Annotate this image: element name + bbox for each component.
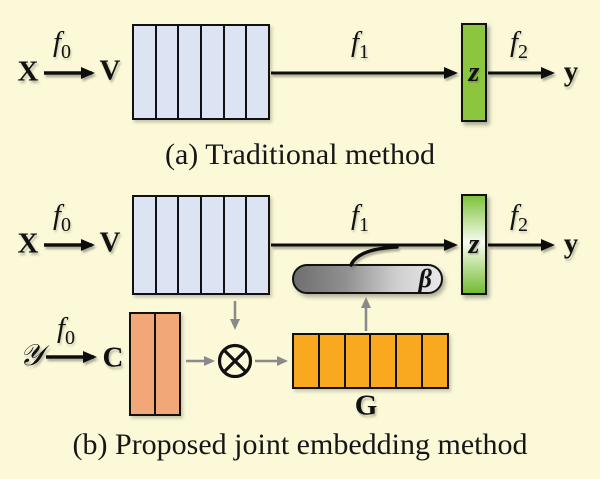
- matrix-column: [154, 314, 179, 414]
- panel-b-input-x-label: X: [17, 227, 39, 260]
- panel-b-f1-label: f1: [351, 201, 369, 235]
- panel-b-class-matrix: [129, 312, 181, 416]
- f-sub: 0: [65, 326, 76, 349]
- f-sub: 0: [61, 40, 72, 63]
- panel-a-z-label: z: [468, 56, 480, 88]
- matrix-column: [134, 26, 155, 118]
- f-base: f: [350, 199, 360, 232]
- matrix-column: [421, 335, 447, 387]
- panel-b-f0-label: f0: [53, 201, 71, 235]
- matrix-column: [177, 26, 200, 118]
- matrix-column: [177, 197, 200, 293]
- panel-b-g-label: G: [354, 389, 378, 422]
- panel-b-output-y-label: y: [563, 227, 579, 260]
- matrix-column: [395, 335, 421, 387]
- panel-b-f0-bottom-label: f0: [57, 314, 75, 348]
- beta-label: β: [418, 264, 432, 293]
- panel-a-f1-label: f1: [351, 28, 369, 62]
- f-base: f: [350, 26, 360, 59]
- matrix-column: [222, 26, 246, 118]
- beta-capsule: β: [292, 264, 443, 294]
- matrix-column: [131, 314, 154, 414]
- matrix-column: [222, 197, 246, 293]
- panel-b-z-box: z: [461, 194, 487, 295]
- f-base: f: [52, 26, 62, 59]
- panel-b-z-label: z: [468, 228, 480, 260]
- matrix-column: [369, 335, 395, 387]
- matrix-column: [154, 197, 178, 293]
- f-base: f: [509, 199, 519, 232]
- panel-b-feature-matrix: [132, 195, 270, 295]
- panel-a-z-box: z: [461, 23, 487, 122]
- matrix-column: [154, 26, 178, 118]
- panel-b-g-matrix: [292, 333, 449, 389]
- panel-a-v-label: V: [99, 54, 121, 87]
- circled-times-icon: [217, 343, 253, 379]
- f-sub: 2: [518, 213, 529, 236]
- matrix-column: [294, 335, 318, 387]
- f-sub: 0: [61, 213, 72, 236]
- panel-a-caption: (a) Traditional method: [165, 138, 435, 171]
- panel-b-c-label: C: [102, 341, 124, 374]
- f-sub: 1: [359, 213, 370, 236]
- panel-b-v-label: V: [99, 226, 121, 259]
- panel-b-caption: (b) Proposed joint embedding method: [72, 428, 528, 461]
- panel-b-label-space-symbol: 𝒴: [19, 338, 43, 373]
- f-sub: 1: [359, 40, 370, 63]
- f-base: f: [509, 26, 519, 59]
- matrix-column: [343, 335, 370, 387]
- f-base: f: [52, 199, 62, 232]
- matrix-column: [317, 335, 344, 387]
- matrix-column: [245, 197, 268, 293]
- panel-a-output-y-label: y: [563, 55, 579, 88]
- matrix-column: [200, 26, 223, 118]
- panel-b-f2-label: f2: [510, 201, 528, 235]
- panel-a-input-x-label: X: [17, 55, 39, 88]
- matrix-column: [200, 197, 223, 293]
- f-base: f: [56, 312, 66, 345]
- f-sub: 2: [518, 40, 529, 63]
- beta-modulation-connector: [349, 245, 399, 267]
- panel-a-f0-label: f0: [53, 28, 71, 62]
- panel-a-f2-label: f2: [510, 28, 528, 62]
- panel-a-feature-matrix: [132, 24, 270, 120]
- matrix-column: [245, 26, 268, 118]
- matrix-column: [134, 197, 155, 293]
